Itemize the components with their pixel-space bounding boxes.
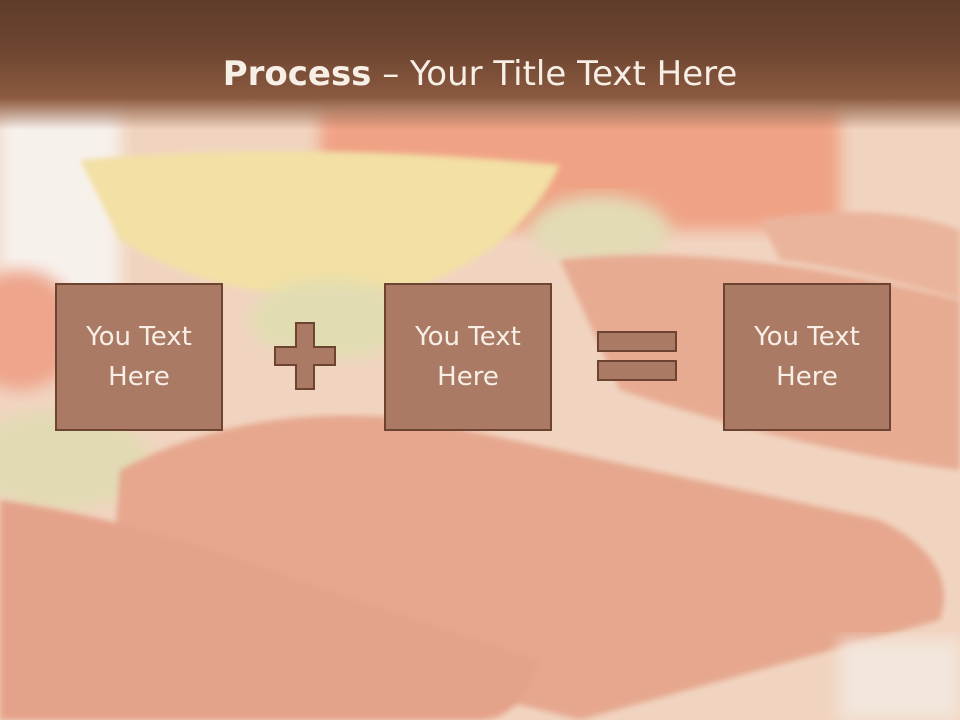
title-rest-part: – Your Title Text Here: [371, 54, 738, 94]
process-box-3: You Text Here: [723, 283, 891, 431]
process-box-2-text: You Text Here: [415, 322, 521, 392]
process-box-2: You Text Here: [384, 283, 552, 431]
title-bold-part: Process: [222, 54, 372, 94]
process-box-3-text: You Text Here: [754, 322, 860, 392]
plus-icon: [274, 322, 336, 390]
equals-icon: [597, 331, 677, 381]
slide-title: Process – Your Title Text Here: [0, 50, 960, 98]
process-box-1-text: You Text Here: [86, 322, 192, 392]
title-band: [0, 0, 960, 130]
process-box-1: You Text Here: [55, 283, 223, 431]
